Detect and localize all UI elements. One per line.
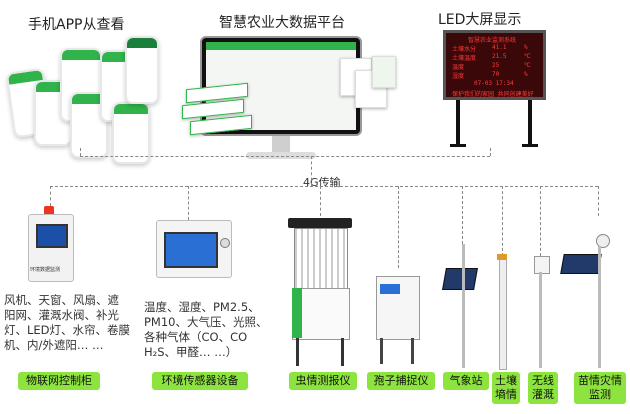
cabinet-desc-line-1: 风机、天窗、风扇、遮 <box>4 293 119 307</box>
led-pole-right <box>528 100 532 146</box>
led-title: LED大屏显示 <box>438 12 522 28</box>
drop-soil <box>502 186 503 256</box>
seedling-solar-panel <box>560 254 602 274</box>
led-foot-left <box>450 144 466 147</box>
led-row-1-value: 21.5 <box>492 53 507 60</box>
spore-legs <box>380 338 414 364</box>
phone-6 <box>112 102 150 164</box>
platform-title: 智慧农业大数据平台 <box>219 15 345 31</box>
bus-line-app-drop <box>80 148 81 156</box>
led-foot-right <box>522 144 538 147</box>
sensor-desc-line-1: 温度、湿度、PM2.5、 <box>144 300 260 314</box>
panel-right-3 <box>372 56 396 88</box>
weather-solar-panel <box>442 268 478 290</box>
bus-line-bottom <box>50 186 598 187</box>
soil-cap <box>497 254 507 260</box>
bus-line-center <box>311 156 312 186</box>
spore-body <box>376 276 420 340</box>
drop-insect <box>320 186 321 216</box>
insect-top <box>288 218 352 228</box>
label-insect: 虫情测报仪 <box>289 372 357 390</box>
bus-line-led-drop <box>490 148 491 156</box>
label-soil: 土壤墒情 <box>492 372 520 404</box>
sensor-desc-line-4: H₂S、甲醛… …） <box>144 345 238 359</box>
seedling-mast <box>598 246 601 368</box>
drop-spore <box>398 186 399 268</box>
sensor-desc-line-2: PM10、大气压、光照、 <box>144 315 268 329</box>
led-row-1-label: 土壤温度 <box>452 55 477 62</box>
sensor-desc: 温度、湿度、PM2.5、 PM10、大气压、光照、 各种气体（CO、CO H₂S… <box>144 300 268 360</box>
insect-legs <box>296 338 344 366</box>
cabinet-desc-line-3: 灯、LED灯、水帘、卷膜 <box>4 323 131 337</box>
label-seedling: 苗情灾情监测 <box>574 372 626 404</box>
cabinet-screen-text: 环境数据监测 <box>30 267 61 273</box>
sensor-screen <box>164 232 218 268</box>
cabinet-desc-line-2: 阳网、灌溉水阀、补光 <box>4 308 119 322</box>
led-row-2-unit: ℃ <box>524 62 531 69</box>
app-title: 手机APP从查看 <box>28 17 125 33</box>
led-row-2-label: 温度 <box>452 64 465 71</box>
led-row-0-label: 土壤水分 <box>452 46 477 53</box>
label-cabinet: 物联网控制柜 <box>18 372 100 390</box>
cabinet-desc: 风机、天窗、风扇、遮 阳网、灌溉水阀、补光 灯、LED灯、水帘、卷膜 机、内/外… <box>4 293 130 353</box>
led-row-2-value: 25 <box>492 62 500 69</box>
cabinet-desc-line-4: 机、内/外遮阳… … <box>4 338 104 352</box>
monitor-header <box>206 42 356 50</box>
monitor-base <box>246 152 316 159</box>
spore-panel <box>380 284 400 294</box>
weather-mast <box>462 244 465 368</box>
insect-cage <box>294 228 348 290</box>
drop-weather <box>462 186 463 244</box>
led-row-0-unit: % <box>524 44 528 51</box>
led-footer: 保护我们的家园 共同创建美好 <box>452 91 534 98</box>
sensor-desc-line-3: 各种气体（CO、CO <box>144 330 248 344</box>
led-row-0-value: 41.1 <box>492 44 507 51</box>
panel-right-2 <box>355 70 387 108</box>
irrigation-box <box>534 256 550 274</box>
led-header: 智慧农业监测系统 <box>468 37 517 44</box>
label-irrigation: 无线灌溉 <box>528 372 558 404</box>
led-row-3-unit: % <box>524 71 528 78</box>
transmission-label: 4G传输 <box>303 176 341 189</box>
phone-4 <box>70 92 108 158</box>
label-sensor: 环境传感器设备 <box>152 372 248 390</box>
phone-7 <box>125 36 159 104</box>
drop-irrigation <box>540 186 541 256</box>
led-screen: 智慧农业监测系统 土壤水分 41.1 % 土壤温度 21.5 ℃ 温度 25 ℃… <box>443 30 546 100</box>
soil-probe <box>499 256 507 370</box>
label-spore: 孢子捕捉仪 <box>367 372 435 390</box>
led-row-3-label: 湿度 <box>452 73 465 80</box>
irrigation-pole <box>539 272 542 368</box>
drop-sensor <box>188 186 189 220</box>
led-pole-left <box>456 100 460 146</box>
led-row-1-unit: ℃ <box>524 53 531 60</box>
sensor-knob <box>220 238 230 248</box>
led-row-3-value: 70 <box>492 71 500 78</box>
seedling-camera <box>596 234 610 248</box>
cabinet-beacon <box>44 206 54 216</box>
insect-stripe <box>292 288 302 338</box>
drop-seedling <box>598 186 599 216</box>
monitor-neck <box>272 136 290 154</box>
bus-line-top <box>80 156 490 157</box>
drop-cabinet <box>50 186 51 206</box>
label-weather: 气象站 <box>443 372 489 390</box>
led-time: 07-03 17:34 <box>474 80 514 87</box>
cabinet-screen <box>36 224 68 248</box>
